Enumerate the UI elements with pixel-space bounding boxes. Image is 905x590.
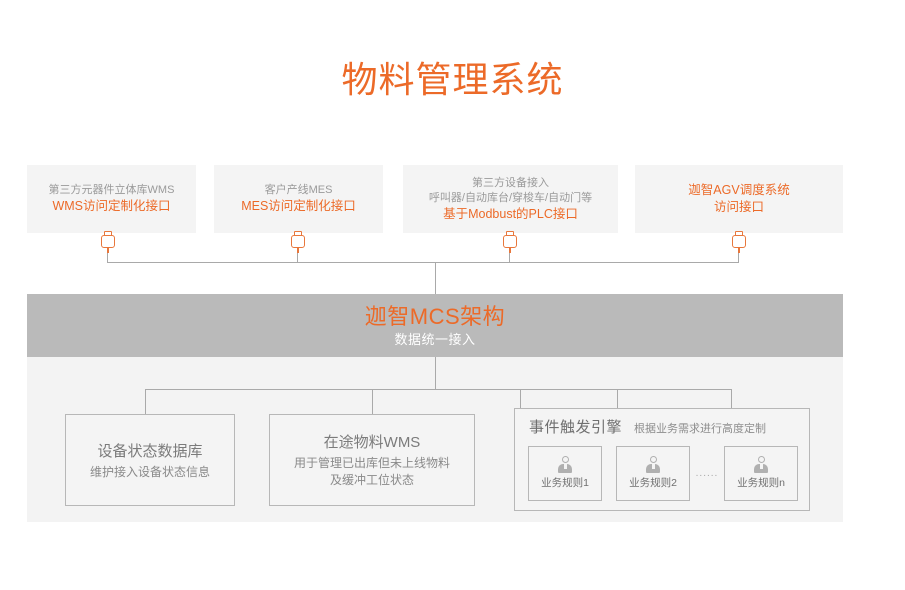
plug-icon xyxy=(732,231,746,253)
engine-note: 根据业务需求进行高度定制 xyxy=(634,423,767,435)
plug-icon xyxy=(101,231,115,253)
connector-bus-top xyxy=(107,262,739,263)
interface-box-mes[interactable]: 客户产线MES MES访问定制化接口 xyxy=(214,165,383,233)
connector-drop-module-0 xyxy=(145,389,146,414)
connector-drop-engine-right xyxy=(731,389,732,408)
module-box-in-transit-wms[interactable]: 在途物料WMS 用于管理已出库但未上线物料 及缓冲工位状态 xyxy=(269,414,475,506)
rule-card[interactable]: 业务规则1 xyxy=(528,445,602,501)
connector-drop-engine-left xyxy=(520,389,521,408)
interface-subtitle-2: 呼叫器/自动库台/穿梭车/自动门等 xyxy=(428,191,593,204)
rule-label: 业务规则2 xyxy=(629,477,677,489)
interface-title: 基于Modbust的PLC接口 xyxy=(443,206,578,221)
connector-drop-agv xyxy=(738,253,739,263)
rule-label: 业务规则n xyxy=(737,477,785,489)
mcs-architecture-bar: 迦智MCS架构 数据统一接入 xyxy=(27,294,843,357)
person-icon xyxy=(556,456,574,474)
person-icon xyxy=(752,456,770,474)
engine-title: 事件触发引擎 xyxy=(529,419,623,436)
ellipsis-separator: ...... xyxy=(695,467,719,479)
rule-card[interactable]: 业务规则2 xyxy=(616,445,690,501)
interface-title: MES访问定制化接口 xyxy=(241,199,356,213)
rule-card-list: 业务规则1 业务规则2 ...... 业务规则n xyxy=(528,445,798,501)
engine-header: 事件触发引擎 根据业务需求进行高度定制 xyxy=(529,417,766,440)
plug-icon xyxy=(291,231,305,253)
interface-subtitle: 客户产线MES xyxy=(264,184,333,196)
connector-drop-module-1 xyxy=(372,389,373,414)
module-subtitle: 维护接入设备状态信息 xyxy=(89,464,210,479)
mcs-subtitle: 数据统一接入 xyxy=(394,331,476,347)
connector-drop-mes xyxy=(297,253,298,263)
interface-box-device[interactable]: 第三方设备接入 呼叫器/自动库台/穿梭车/自动门等 基于Modbust的PLC接… xyxy=(403,165,618,233)
person-icon xyxy=(644,456,662,474)
interface-box-wms[interactable]: 第三方元器件立体库WMS WMS访问定制化接口 xyxy=(27,165,196,233)
interface-title-2: 访问接口 xyxy=(713,200,764,214)
interface-subtitle: 第三方设备接入 xyxy=(472,176,549,189)
connector-mcs-to-bus xyxy=(435,357,436,389)
connector-bus-to-mcs xyxy=(435,262,436,294)
plug-icon xyxy=(503,231,517,253)
interface-title: WMS访问定制化接口 xyxy=(52,199,171,213)
interface-title: 迦智AGV调度系统 xyxy=(688,183,790,197)
mcs-title: 迦智MCS架构 xyxy=(364,303,506,329)
connector-bus-bottom xyxy=(145,389,731,390)
module-subtitle: 用于管理已出库但未上线物料 xyxy=(293,456,450,470)
connector-drop-engine-mid xyxy=(617,389,618,408)
module-title: 在途物料WMS xyxy=(323,434,421,451)
rule-label: 业务规则1 xyxy=(541,477,589,489)
module-box-device-status-db[interactable]: 设备状态数据库 维护接入设备状态信息 xyxy=(65,414,235,506)
rule-card[interactable]: 业务规则n xyxy=(724,445,798,501)
module-box-event-engine[interactable]: 事件触发引擎 根据业务需求进行高度定制 业务规则1 业务规则2 ...... xyxy=(514,408,810,511)
connector-drop-device xyxy=(509,253,510,263)
connector-drop-wms xyxy=(107,253,108,263)
page-title: 物料管理系统 xyxy=(341,59,564,100)
interface-subtitle: 第三方元器件立体库WMS xyxy=(48,184,175,196)
module-title: 设备状态数据库 xyxy=(97,442,203,460)
interface-box-agv[interactable]: 迦智AGV调度系统 访问接口 xyxy=(635,165,843,233)
module-subtitle-2: 及缓冲工位状态 xyxy=(329,473,414,487)
